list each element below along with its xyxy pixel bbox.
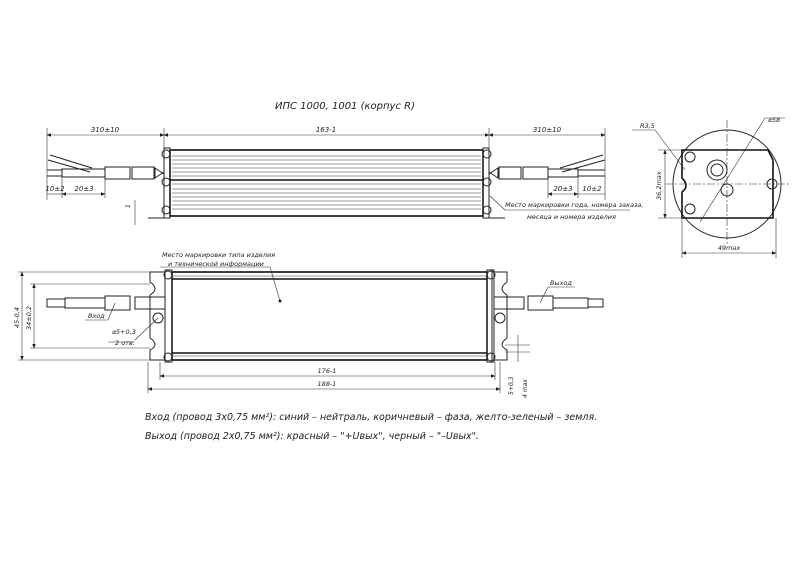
end-width: 49max — [718, 244, 741, 252]
end-diameter: ⌀58 — [768, 116, 780, 124]
dim-flange: 1 — [125, 204, 132, 208]
dim-overall-length: 188-1 — [318, 380, 337, 388]
housing-front — [171, 271, 488, 361]
housing-fins — [172, 155, 481, 210]
dim-height: 45-0,4 — [13, 307, 21, 328]
dim-left-strip: 10±2 — [45, 185, 65, 193]
drawing-title: ИПС 1000, 1001 (корпус R) — [275, 101, 415, 112]
dim-left-sleeve: 20±3 — [74, 185, 93, 193]
note-output-wiring: Выход (провод 2х0,75 мм²): красный – "+U… — [145, 431, 479, 442]
dim-body-length: 163-1 — [316, 126, 336, 134]
input-label: Вход — [88, 312, 105, 320]
dim-right-sleeve: 20±3 — [553, 185, 572, 193]
end-radius: R3,5 — [640, 122, 655, 130]
output-label: Выход — [550, 279, 572, 287]
top-marking-note-line1: Место маркировки года, номера заказа, — [505, 201, 643, 209]
end-view: ⌀58 R3,5 36,2max 49max — [632, 116, 790, 258]
dim-inner-length: 176-1 — [318, 367, 337, 375]
dim-left-cable: 310±10 — [91, 126, 120, 134]
front-view: Место маркировки типа изделия и техничес… — [13, 251, 604, 398]
front-marking-note-line2: и технической информации — [168, 260, 264, 268]
hole-count: 2 отв. — [115, 339, 135, 347]
top-marking-note-line2: месяца и номера изделия — [527, 213, 616, 221]
front-marking-note-line1: Место маркировки типа изделия — [162, 251, 275, 259]
end-height: 36,2max — [655, 171, 663, 200]
dim-slot: 5+0,3 — [508, 376, 515, 395]
dim-right-cable: 310±10 — [533, 126, 562, 134]
dim-hole-spacing: 34±0,2 — [25, 306, 33, 330]
hole-diameter: ⌀5+0,3 — [112, 328, 136, 336]
dim-right-strip: 10±2 — [582, 185, 602, 193]
dim-flange-max: 4 max — [522, 379, 529, 398]
top-view: 310±10 163-1 310±10 10±2 20±3 20±3 10±2 … — [45, 126, 643, 225]
note-input-wiring: Вход (провод 3х0,75 мм²): синий – нейтра… — [145, 412, 597, 423]
